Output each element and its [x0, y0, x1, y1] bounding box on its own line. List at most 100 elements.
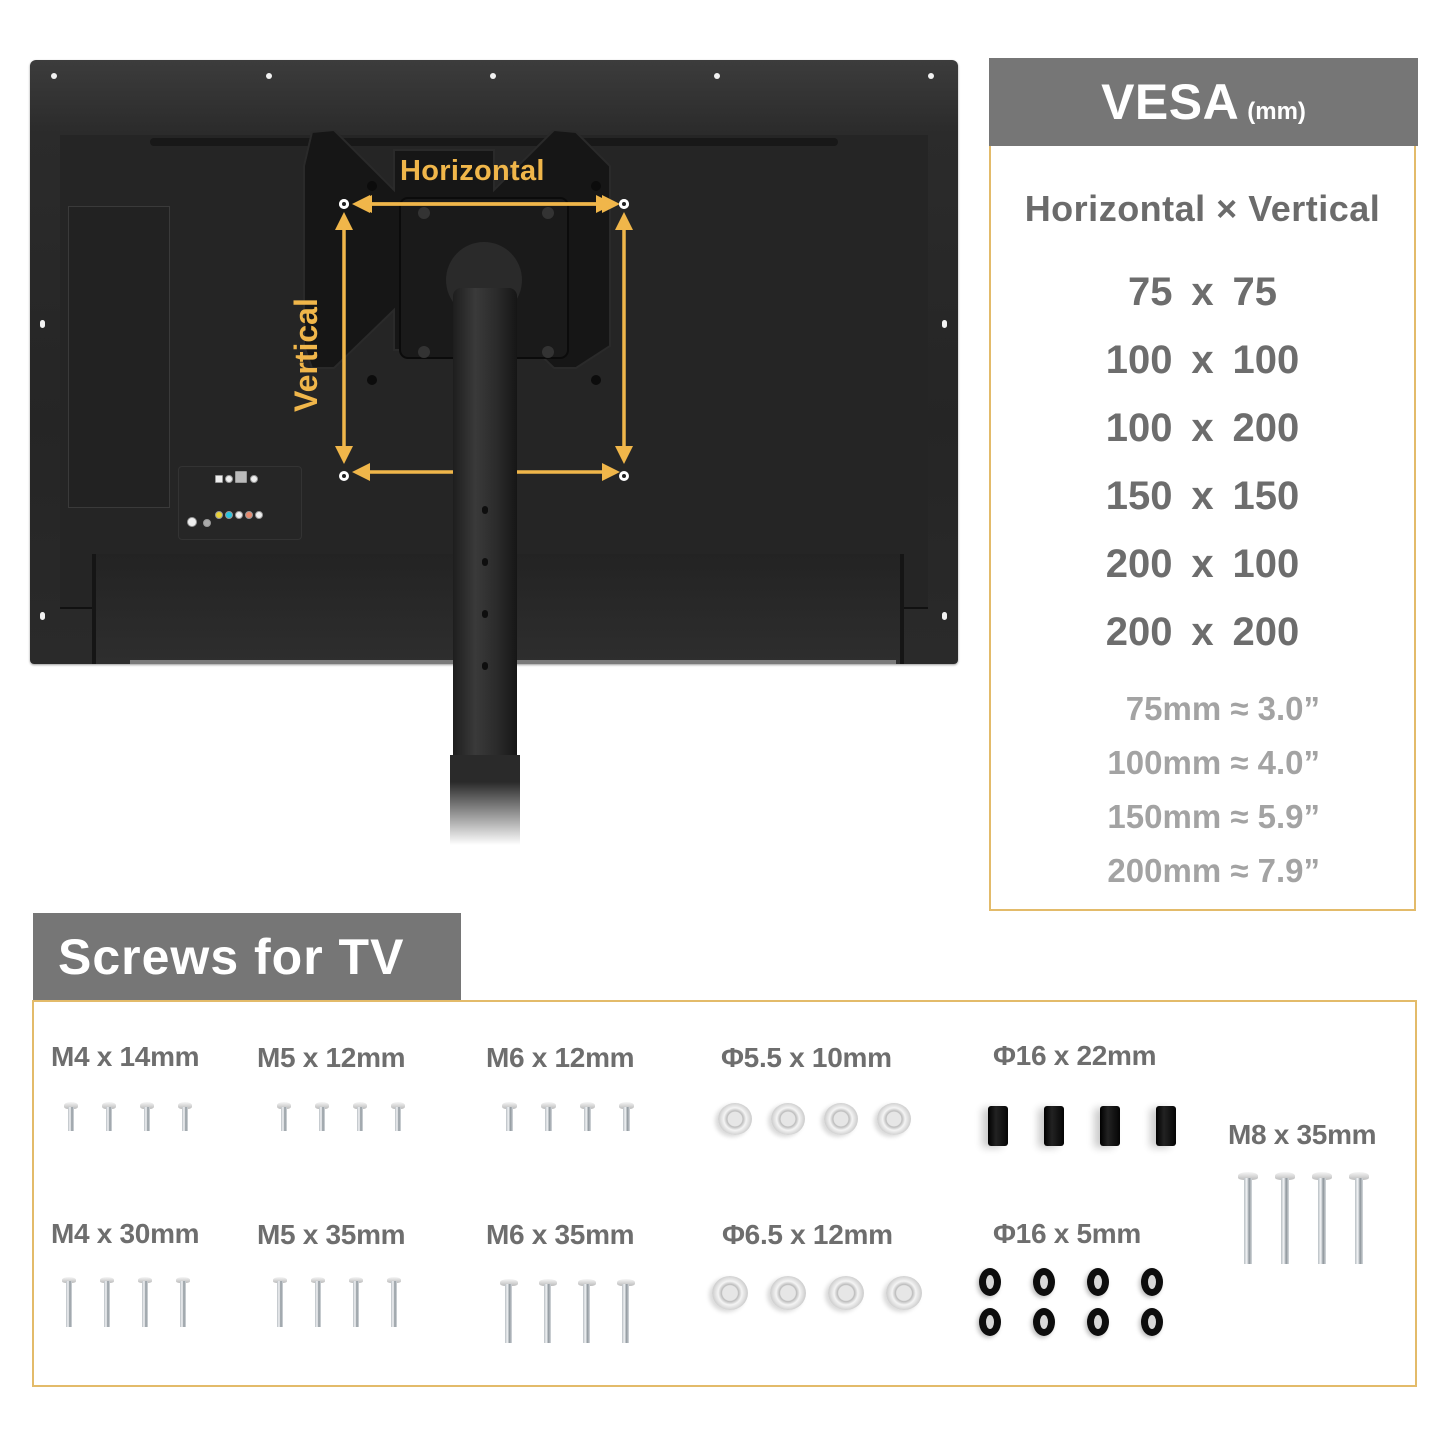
ring-group: [979, 1308, 1163, 1336]
screws-panel: [32, 1000, 1417, 1387]
rubber-ring-icon: [1087, 1308, 1109, 1336]
washer-icon: [770, 1276, 806, 1310]
screw-icon: [541, 1102, 580, 1132]
mount-hole: [40, 612, 45, 620]
rubber-ring-icon: [979, 1308, 1001, 1336]
mount-hole: [40, 320, 45, 328]
screw-icon: [619, 1102, 658, 1132]
washer-icon: [828, 1276, 864, 1310]
port-icon: [215, 475, 223, 483]
screw-icon: [353, 1102, 391, 1132]
washer-icon: [824, 1103, 858, 1135]
rubber-ring-icon: [1141, 1268, 1163, 1296]
screw-icon: [277, 1102, 315, 1132]
screw-icon: [349, 1277, 387, 1327]
mount-hole: [942, 612, 947, 620]
port-icon: [235, 471, 247, 483]
mount-hole: [714, 73, 720, 79]
mount-hole: [266, 73, 272, 79]
rubber-ring-icon: [1141, 1308, 1163, 1336]
hardware-label: Φ16 x 22mm: [993, 1040, 1157, 1071]
port-icon: [203, 519, 211, 527]
height-hole: [482, 506, 488, 514]
screw-icon: [311, 1277, 349, 1327]
screw-icon: [100, 1277, 138, 1327]
screw-icon: [102, 1102, 140, 1132]
screw-icon: [500, 1279, 539, 1343]
hardware-label: Φ5.5 x 10mm: [721, 1042, 892, 1073]
port-icon: [215, 511, 223, 519]
port-icon: [187, 517, 197, 527]
port-icon: [225, 511, 233, 519]
vent-slot: [150, 138, 838, 146]
spacer-icon: [1044, 1106, 1064, 1146]
spacer-icon: [1100, 1106, 1120, 1146]
screw-icon: [1275, 1172, 1312, 1264]
screw-icon: [580, 1102, 619, 1132]
washer-icon: [771, 1103, 805, 1135]
screw-icon: [62, 1277, 100, 1327]
screw-icon: [138, 1277, 176, 1327]
ring-group: [979, 1268, 1163, 1296]
screw-icon: [176, 1277, 214, 1327]
hardware-label: Φ6.5 x 12mm: [722, 1219, 893, 1250]
hardware-label: M5 x 35mm: [257, 1219, 406, 1250]
height-hole: [482, 662, 488, 670]
screw-icon: [391, 1102, 429, 1132]
screw-icon: [1349, 1172, 1386, 1264]
io-ports: [178, 466, 302, 540]
mount-hole: [942, 320, 947, 328]
port-icon: [225, 475, 233, 483]
hardware-label: M5 x 12mm: [257, 1042, 406, 1073]
screws-title: Screws for TV: [58, 929, 405, 985]
screw-icon: [273, 1277, 311, 1327]
spacer-group: [988, 1106, 1176, 1146]
screw-icon: [539, 1279, 578, 1343]
stand-pole: [453, 288, 517, 758]
spacer-icon: [988, 1106, 1008, 1146]
rubber-ring-icon: [1087, 1268, 1109, 1296]
screw-icon: [1238, 1172, 1275, 1264]
rubber-ring-icon: [979, 1268, 1001, 1296]
washer-icon: [886, 1276, 922, 1310]
washer-icon: [712, 1276, 748, 1310]
screw-icon: [64, 1102, 102, 1132]
stand-pole-lower: [450, 755, 520, 845]
screws-header: Screws for TV: [33, 913, 461, 1001]
screw-icon: [1312, 1172, 1349, 1264]
hardware-label: M6 x 35mm: [486, 1219, 635, 1250]
horizontal-label: Horizontal: [400, 155, 545, 187]
mount-hole: [51, 73, 57, 79]
screw-icon: [578, 1279, 617, 1343]
vesa-unit: (mm): [1247, 98, 1306, 125]
screw-group: [62, 1277, 214, 1327]
washer-icon: [718, 1103, 752, 1135]
screw-group: [277, 1102, 429, 1132]
vesa-header: VESA (mm): [989, 58, 1418, 146]
side-panel: [68, 206, 170, 508]
screw-group: [273, 1277, 425, 1327]
mount-hole: [928, 73, 934, 79]
hardware-label: M4 x 14mm: [51, 1041, 200, 1072]
screw-group: [500, 1279, 656, 1343]
hardware-label: Φ16 x 5mm: [993, 1218, 1141, 1249]
vesa-subtitle: Horizontal × Vertical: [1024, 188, 1381, 229]
screw-group: [64, 1102, 216, 1132]
screw-icon: [178, 1102, 216, 1132]
washer-group: [718, 1103, 911, 1135]
vertical-label: Vertical: [288, 298, 324, 412]
hardware-label: M4 x 30mm: [51, 1218, 200, 1249]
screw-icon: [315, 1102, 353, 1132]
vesa-title: VESA: [1101, 74, 1240, 130]
port-icon: [250, 475, 258, 483]
port-icon: [255, 511, 263, 519]
screw-group: [1238, 1172, 1386, 1264]
washer-icon: [877, 1103, 911, 1135]
mount-hole: [490, 73, 496, 79]
height-hole: [482, 610, 488, 618]
